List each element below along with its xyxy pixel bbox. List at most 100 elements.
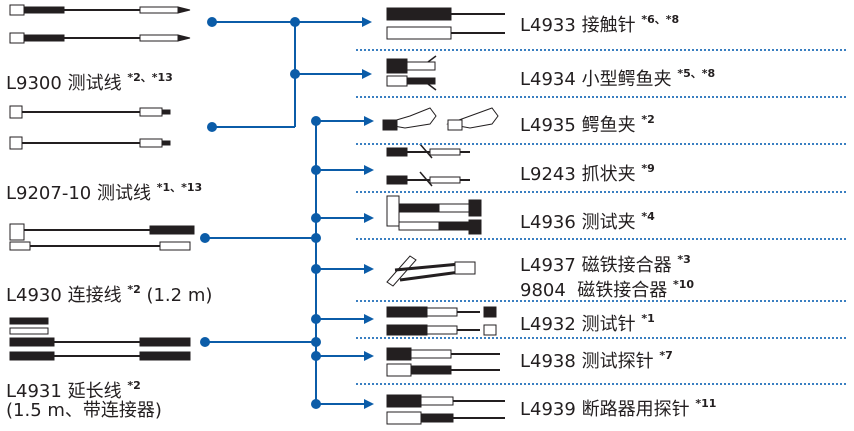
part <box>139 138 163 148</box>
wire <box>394 262 461 272</box>
part <box>139 337 191 347</box>
arrow-head-icon <box>364 116 374 126</box>
part <box>410 349 452 359</box>
test-probe-icon <box>386 347 500 377</box>
arrow-head-icon <box>364 165 374 175</box>
part <box>406 61 436 71</box>
row-separator <box>356 238 846 240</box>
right-item-label-l4935: L4935 鳄鱼夹 *2 <box>520 113 655 136</box>
wire <box>419 171 433 187</box>
right-item-label-l4932: L4932 测试针 *1 <box>520 312 655 335</box>
part <box>429 176 461 184</box>
arrow-head-icon <box>364 399 374 409</box>
part <box>9 337 55 347</box>
alligator-clip-icon <box>382 107 499 131</box>
grabber-clip-icon <box>386 143 470 187</box>
test-lead-pair-icon <box>9 105 171 150</box>
part <box>468 219 482 235</box>
part <box>426 307 458 317</box>
part <box>386 324 428 336</box>
row-separator <box>356 337 846 339</box>
wire <box>427 55 437 63</box>
part <box>426 325 458 335</box>
part <box>159 241 191 251</box>
part <box>386 147 408 157</box>
part <box>406 77 436 85</box>
part <box>483 306 497 318</box>
contact-pin-icon <box>386 7 505 40</box>
part <box>420 396 454 406</box>
connection-dot <box>311 213 321 223</box>
connection-cable-icon <box>9 223 195 251</box>
connection-dot <box>311 314 321 324</box>
left-item-label-l9207: L9207-10 测试线 *1、*13 <box>6 181 203 204</box>
right-item-label-l9243: L9243 抓状夹 *9 <box>520 162 655 185</box>
part <box>139 6 179 14</box>
arrow-head-icon <box>364 351 374 361</box>
arrow-head-icon <box>364 264 374 274</box>
part <box>429 148 461 156</box>
part <box>9 317 49 325</box>
test-pin-icon <box>386 306 497 336</box>
connection-dot <box>290 69 300 79</box>
arrow-head-icon <box>364 213 374 223</box>
left-item-extra-l4931: (1.5 m、带连接器) <box>6 400 162 421</box>
part <box>139 34 179 42</box>
right-item-label-l4939: L4939 断路器用探针 *11 <box>520 397 717 420</box>
row-separator <box>356 96 846 98</box>
right-item-label-9804: 9804 磁铁接合器 *10 <box>520 278 695 301</box>
small-alligator-clip-icon <box>386 55 437 91</box>
part <box>386 255 417 287</box>
part <box>177 6 191 14</box>
part <box>161 140 171 146</box>
wire <box>427 83 437 91</box>
extension-cable-icon <box>9 317 191 361</box>
row-separator <box>356 191 846 193</box>
part <box>438 203 470 213</box>
row-separator <box>356 300 846 302</box>
left-item-label-l4930: L4930 连接线 *2 (1.2 m) <box>6 283 213 306</box>
part <box>9 105 23 119</box>
part <box>139 351 191 361</box>
part <box>386 411 422 425</box>
part <box>9 4 25 16</box>
wire <box>399 270 461 282</box>
part <box>9 223 25 241</box>
connection-dot-l9300 <box>207 17 217 27</box>
part <box>438 221 470 231</box>
arrow-head-icon <box>364 314 374 324</box>
part <box>483 324 497 336</box>
connection-dot <box>290 17 300 27</box>
part <box>382 119 398 131</box>
part <box>386 58 408 74</box>
connection-dot <box>311 264 321 274</box>
part <box>410 365 452 375</box>
part <box>386 195 400 227</box>
part <box>9 327 49 335</box>
test-clip-icon <box>386 195 482 235</box>
row-separator <box>356 49 846 51</box>
part <box>9 351 55 361</box>
arrow-l4934 <box>362 69 372 79</box>
breaker-probe-icon <box>386 394 505 425</box>
right-item-label-l4933: L4933 接触针 *6、*8 <box>520 13 680 36</box>
part <box>139 107 163 117</box>
part <box>386 7 452 21</box>
part <box>23 34 65 42</box>
part <box>386 394 422 408</box>
part <box>398 221 440 231</box>
right-item-label-l4937: L4937 磁铁接合器 *3 <box>520 253 691 276</box>
part <box>149 225 195 235</box>
part <box>398 203 440 213</box>
part <box>9 136 23 150</box>
part <box>454 261 476 275</box>
connection-dot <box>311 233 321 243</box>
part <box>9 241 31 251</box>
part <box>447 119 463 131</box>
arrow-l4933 <box>362 17 372 27</box>
part <box>386 175 408 185</box>
part <box>386 363 412 377</box>
part <box>9 32 25 44</box>
left-item-label-l9300: L9300 测试线 *2、*13 <box>6 71 173 94</box>
